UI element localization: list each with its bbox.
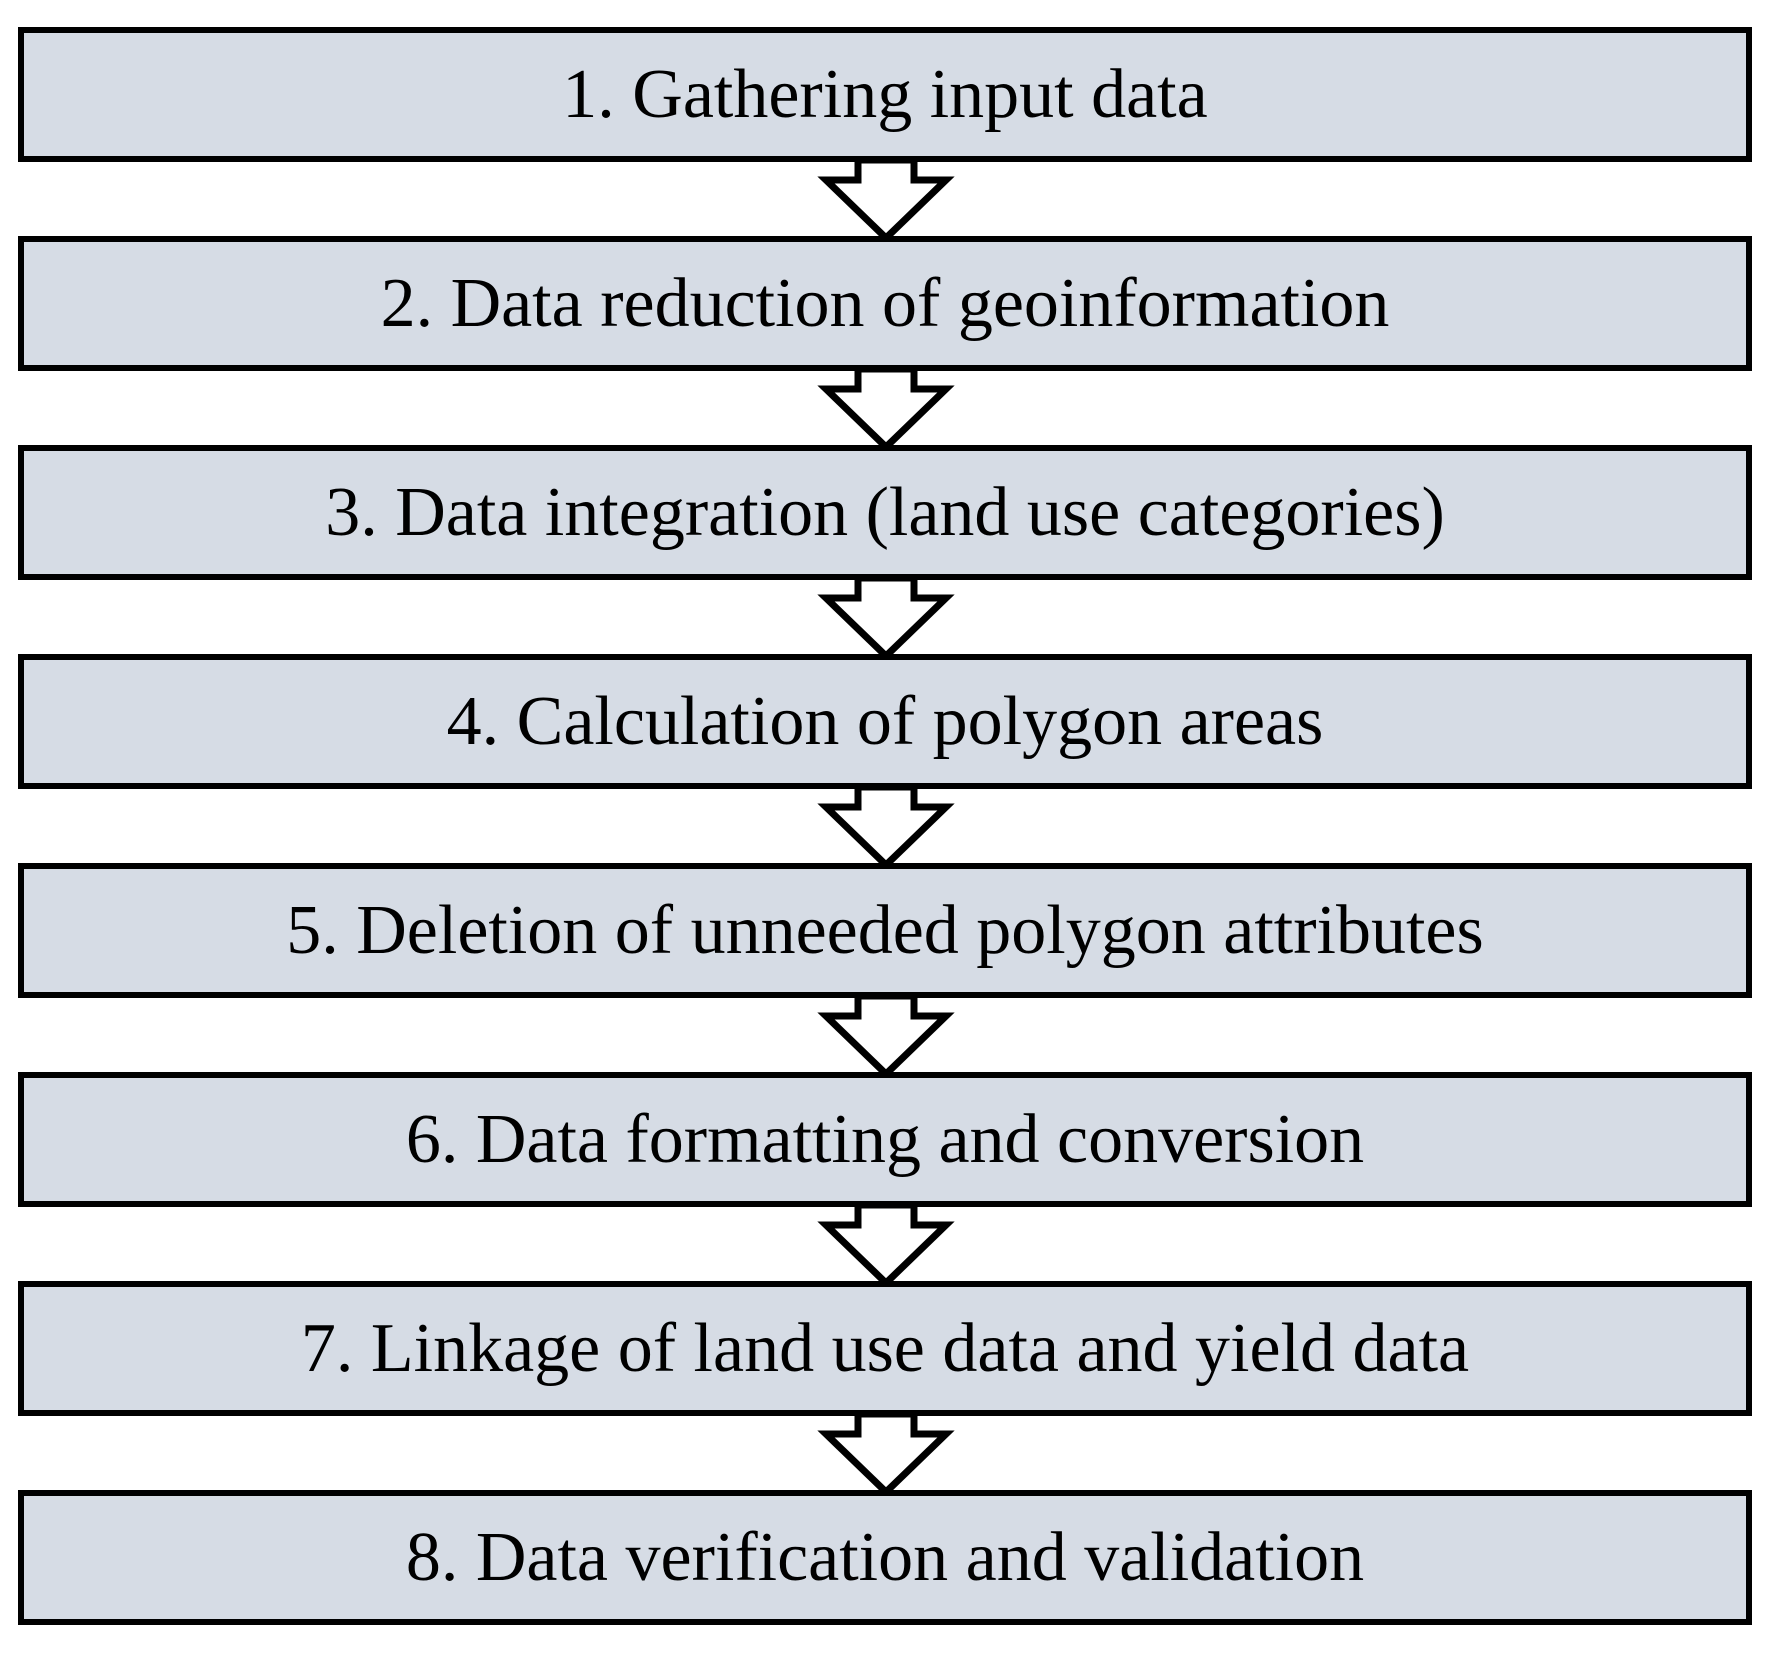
step-label-3: 3. Data integration (land use categories… bbox=[325, 473, 1445, 551]
step-box-6: 6. Data formatting and conversion bbox=[18, 1072, 1752, 1207]
step-label-5: 5. Deletion of unneeded polygon attribut… bbox=[286, 891, 1484, 969]
down-arrow-5 bbox=[817, 992, 955, 1079]
down-arrow-4 bbox=[817, 783, 955, 870]
step-box-5: 5. Deletion of unneeded polygon attribut… bbox=[18, 863, 1752, 998]
down-arrow-1 bbox=[817, 156, 955, 243]
step-label-2: 2. Data reduction of geoinformation bbox=[380, 264, 1390, 342]
step-label-7: 7. Linkage of land use data and yield da… bbox=[300, 1309, 1470, 1387]
step-label-1: 1. Gathering input data bbox=[562, 55, 1208, 133]
step-label-6: 6. Data formatting and conversion bbox=[405, 1100, 1365, 1178]
down-arrow-7 bbox=[817, 1410, 955, 1497]
down-arrow-3 bbox=[817, 574, 955, 661]
down-arrow-6 bbox=[817, 1201, 955, 1288]
step-box-8: 8. Data verification and validation bbox=[18, 1490, 1752, 1625]
step-box-1: 1. Gathering input data bbox=[18, 27, 1752, 162]
step-box-4: 4. Calculation of polygon areas bbox=[18, 654, 1752, 789]
step-box-3: 3. Data integration (land use categories… bbox=[18, 445, 1752, 580]
step-box-2: 2. Data reduction of geoinformation bbox=[18, 236, 1752, 371]
down-arrow-2 bbox=[817, 365, 955, 452]
step-label-8: 8. Data verification and validation bbox=[405, 1518, 1365, 1596]
step-box-7: 7. Linkage of land use data and yield da… bbox=[18, 1281, 1752, 1416]
step-label-4: 4. Calculation of polygon areas bbox=[446, 682, 1324, 760]
